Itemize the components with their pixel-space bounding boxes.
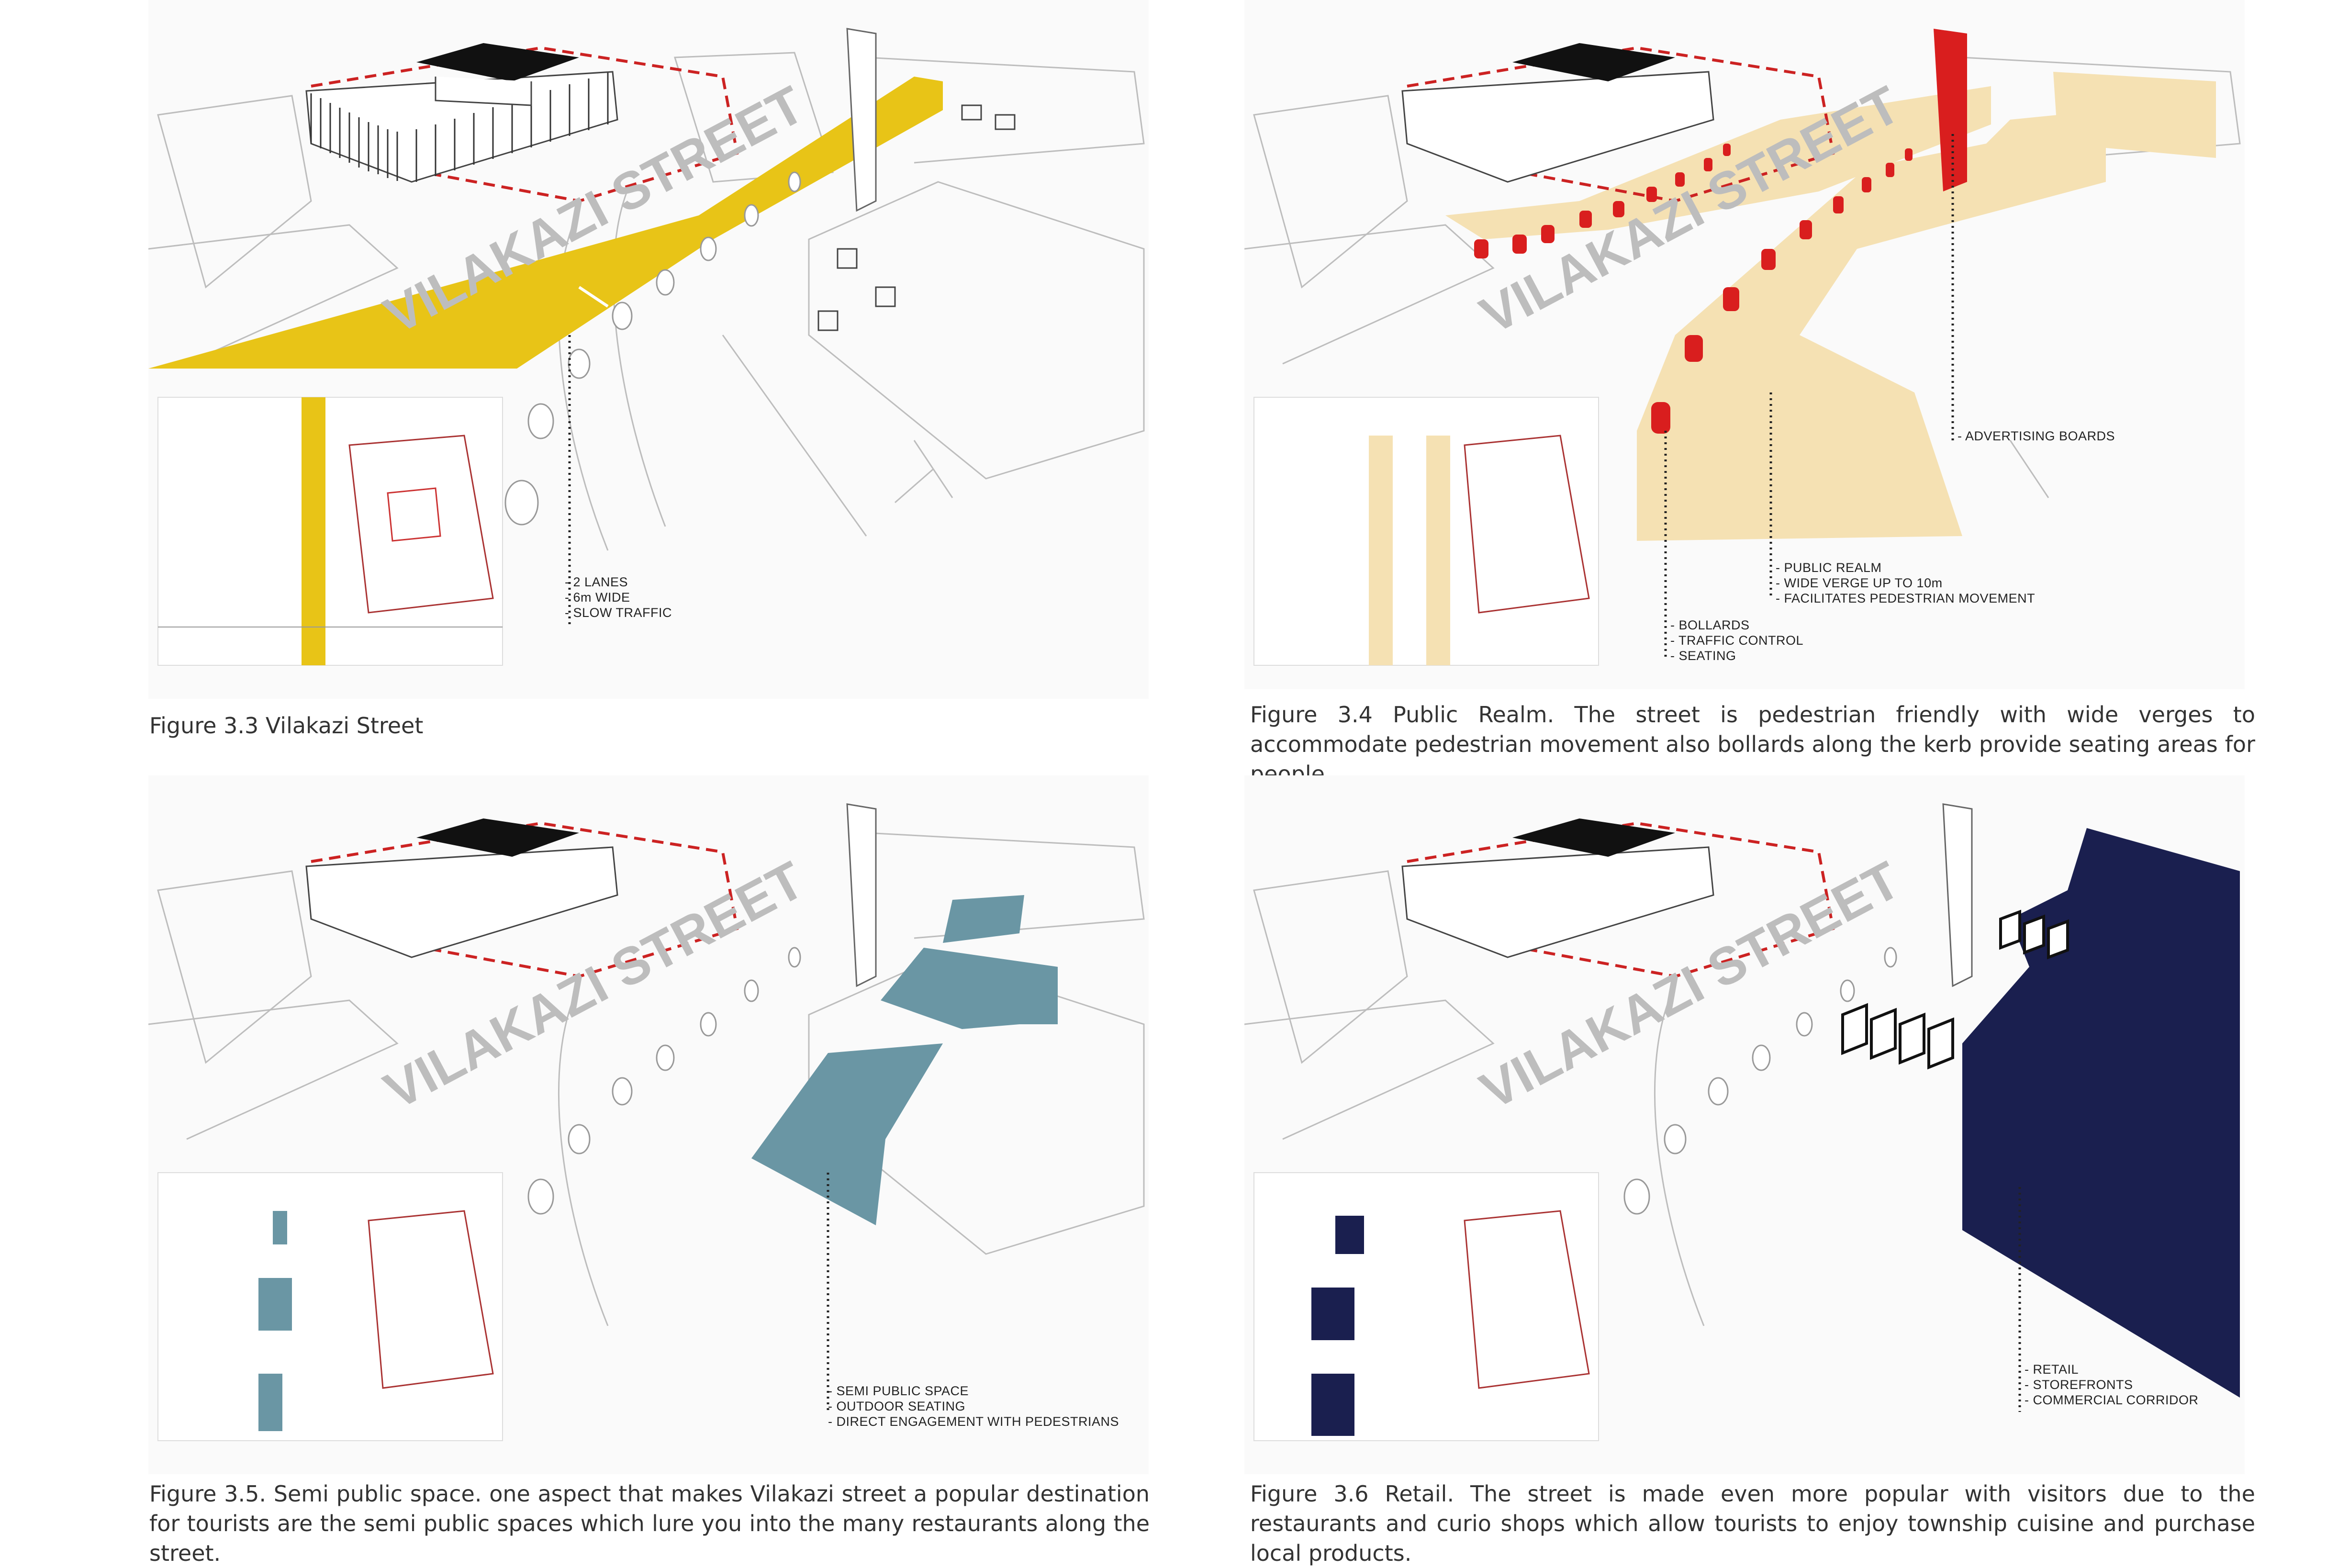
callout-line: - FACILITATES PEDESTRIAN MOVEMENT bbox=[1776, 591, 2035, 606]
callout-line: - SEMI PUBLIC SPACE bbox=[828, 1383, 1119, 1399]
callout-line: - ADVERTISING BOARDS bbox=[1958, 428, 2115, 444]
figure-3-5-panel: VILAKAZI STREET - SEMI PUBLIC SPACE - OU… bbox=[148, 775, 1149, 1474]
figure-3-3-panel: VILAKAZI STREET - 2 LANES - 6m WIDE - SL… bbox=[148, 0, 1149, 699]
advertising-callout: - ADVERTISING BOARDS bbox=[1958, 428, 2115, 444]
callout-line: - SEATING bbox=[1670, 648, 1803, 663]
callout-line: - 6m WIDE bbox=[565, 590, 672, 605]
inset-plan bbox=[1254, 1173, 1599, 1441]
advertising-tower bbox=[847, 29, 876, 211]
figure-3-5-diagram: VILAKAZI STREET bbox=[148, 775, 1149, 1474]
figure-3-3-caption: Figure 3.3 Vilakazi Street bbox=[149, 711, 1150, 740]
callout-line: - COMMERCIAL CORRIDOR bbox=[2025, 1392, 2199, 1408]
figure-3-4-panel: VILAKAZI STREET - ADVERTISING BOARDS - P… bbox=[1244, 0, 2245, 689]
semi-public-space-b bbox=[881, 948, 1058, 1029]
street-callout: - 2 LANES - 6m WIDE - SLOW TRAFFIC bbox=[565, 574, 672, 620]
callout-line: - DIRECT ENGAGEMENT WITH PEDESTRIANS bbox=[828, 1414, 1119, 1429]
figure-3-6-panel: VILAKAZI STREET - RETAIL - STOREFRONTS -… bbox=[1244, 775, 2245, 1474]
callout-line: - WIDE VERGE UP TO 10m bbox=[1776, 575, 2035, 591]
inset-plan bbox=[158, 397, 503, 665]
callout-line: - OUTDOOR SEATING bbox=[828, 1399, 1119, 1414]
advertising-tower bbox=[847, 804, 876, 986]
semi-public-space-c bbox=[751, 1043, 943, 1225]
callout-line: - BOLLARDS bbox=[1670, 617, 1803, 633]
figure-3-6-caption: Figure 3.6 Retail. The street is made ev… bbox=[1250, 1479, 2255, 1568]
retail-callout: - RETAIL - STOREFRONTS - COMMERCIAL CORR… bbox=[2025, 1362, 2199, 1408]
public-realm-callout: - PUBLIC REALM - WIDE VERGE UP TO 10m - … bbox=[1776, 560, 2035, 606]
advertising-tower bbox=[1943, 804, 1972, 986]
callout-line: - RETAIL bbox=[2025, 1362, 2199, 1377]
figure-3-4-diagram: VILAKAZI STREET bbox=[1244, 0, 2245, 689]
retail-corridor-mass bbox=[1962, 828, 2240, 1398]
callout-line: - PUBLIC REALM bbox=[1776, 560, 2035, 575]
inset-plan bbox=[158, 1173, 503, 1441]
callout-line: - STOREFRONTS bbox=[2025, 1377, 2199, 1392]
callout-line: - TRAFFIC CONTROL bbox=[1670, 633, 1803, 648]
bollards-callout: - BOLLARDS - TRAFFIC CONTROL - SEATING bbox=[1670, 617, 1803, 663]
semi-public-callout: - SEMI PUBLIC SPACE - OUTDOOR SEATING - … bbox=[828, 1383, 1119, 1429]
inset-plan bbox=[1254, 397, 1599, 665]
semi-public-space-a bbox=[943, 895, 1024, 943]
callout-line: - SLOW TRAFFIC bbox=[565, 605, 672, 620]
figure-3-5-caption: Figure 3.5. Semi public space. one aspec… bbox=[149, 1479, 1150, 1568]
callout-line: - 2 LANES bbox=[565, 574, 672, 590]
